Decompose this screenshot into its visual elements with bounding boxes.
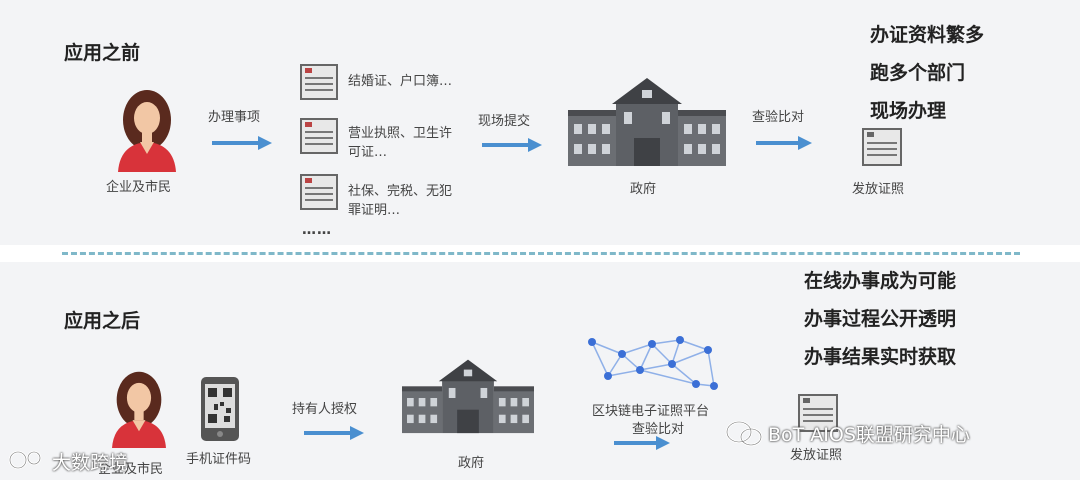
watermark-logo-icon — [8, 450, 42, 470]
arrow-right-icon — [614, 436, 670, 450]
arrow-right-icon — [304, 426, 364, 440]
phone-qrcode-icon — [201, 377, 239, 441]
document-icon — [300, 174, 338, 210]
gov-label: 政府 — [458, 456, 485, 471]
after-panel — [0, 262, 1080, 480]
government-building-icon — [402, 359, 534, 434]
before-title: 应用之前 — [64, 42, 141, 64]
citizen-label: 企业及市民 — [106, 180, 172, 195]
note-item: 办事结果实时获取 — [804, 346, 957, 368]
arrow-right-icon — [756, 136, 812, 150]
step-label-verify: 查验比对 — [632, 422, 685, 437]
note-item: 在线办事成为可能 — [804, 270, 957, 292]
issue-label: 发放证照 — [790, 448, 843, 463]
arrow-right-icon — [482, 138, 542, 152]
watermark-right: BoT AIOS联盟研究中心 — [768, 424, 970, 446]
step-label-authorize: 持有人授权 — [292, 402, 358, 417]
after-title: 应用之后 — [64, 310, 141, 332]
note-item: 办事过程公开透明 — [804, 308, 957, 330]
before-panel — [0, 0, 1080, 245]
doc-item: 营业执照、卫生许可证… — [348, 126, 453, 160]
issue-label: 发放证照 — [852, 182, 905, 197]
citizen-label: 企业及市民 — [98, 462, 164, 477]
document-icon — [300, 64, 338, 100]
certificate-icon — [798, 394, 838, 432]
person-icon — [118, 90, 176, 172]
step-label-verify: 查验比对 — [752, 110, 805, 125]
section-divider — [62, 252, 1020, 255]
person-icon — [112, 371, 166, 448]
note-item: 现场办理 — [870, 100, 947, 122]
docs-more: …… — [302, 222, 332, 238]
document-icon — [300, 118, 338, 154]
phone-label: 手机证件码 — [186, 452, 252, 467]
gov-label: 政府 — [630, 182, 657, 197]
note-item: 跑多个部门 — [870, 62, 966, 84]
step-label-handle: 办理事项 — [208, 110, 261, 125]
watermark-left: 大数跨境 — [52, 452, 129, 474]
arrow-right-icon — [212, 136, 272, 150]
note-item: 办证资料繁多 — [870, 24, 985, 46]
doc-item: 结婚证、户口簿… — [348, 74, 453, 89]
doc-item: 社保、完税、无犯罪证明… — [348, 184, 453, 218]
wechat-icon — [725, 420, 763, 447]
certificate-icon — [862, 128, 902, 166]
step-label-submit: 现场提交 — [478, 114, 531, 129]
blockchain-network-icon — [588, 336, 718, 390]
government-building-icon — [568, 78, 726, 166]
platform-label: 区块链电子证照平台 — [592, 404, 710, 419]
